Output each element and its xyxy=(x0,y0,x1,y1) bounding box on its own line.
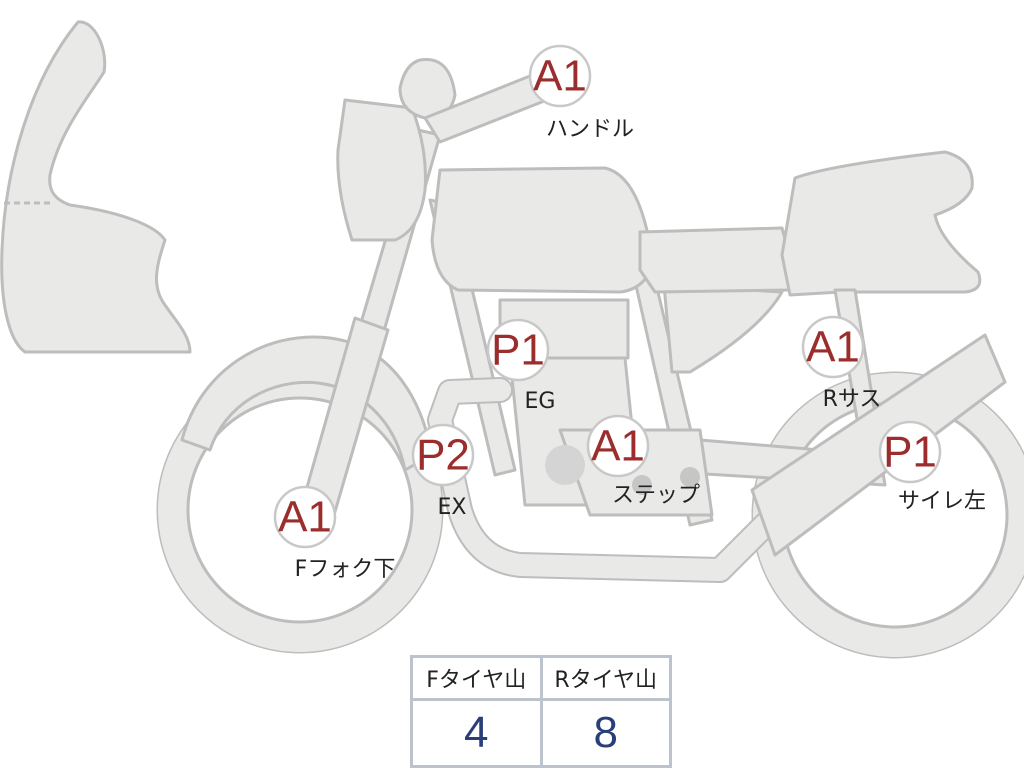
badge-code: A1 xyxy=(806,323,860,372)
badge-label: Rサス xyxy=(823,387,882,412)
rear-tire-header: Rタイヤ山 xyxy=(539,655,672,701)
exhaust-pipe xyxy=(429,379,801,581)
badge-label: Fフォク下 xyxy=(295,557,396,582)
fairing xyxy=(0,20,192,354)
badge-step: A1 ステップ xyxy=(586,414,700,508)
badge-code: P2 xyxy=(416,431,470,480)
front-tire-value: 4 xyxy=(410,698,543,768)
side-cover xyxy=(662,283,784,374)
tire-tread-table: Fタイヤ山 Rタイヤ山 4 8 xyxy=(410,655,672,768)
badge-silencer-left: P1 サイレ左 xyxy=(878,420,986,514)
seat xyxy=(638,226,794,294)
headlight xyxy=(336,98,427,242)
tire-table-value-row: 4 8 xyxy=(410,698,672,768)
engine-cover xyxy=(545,445,585,485)
rear-cowl xyxy=(780,150,982,297)
badge-code: A1 xyxy=(533,52,587,101)
badge-circle xyxy=(801,315,865,379)
badge-circle xyxy=(486,318,550,382)
fuel-tank xyxy=(430,166,652,294)
step-peg-1 xyxy=(632,475,652,495)
silencer xyxy=(750,333,1007,557)
badge-circle xyxy=(411,423,475,487)
rear-tire-value: 8 xyxy=(539,698,672,768)
badge-label: EG xyxy=(525,389,556,414)
badge-code: A1 xyxy=(591,422,645,471)
badge-circle xyxy=(273,485,337,549)
front-wheel-inner xyxy=(186,396,414,624)
badge-circle xyxy=(528,44,592,108)
step-peg-2 xyxy=(680,467,700,487)
badge-code: P1 xyxy=(491,326,545,375)
badge-circle xyxy=(878,420,942,484)
badge-label: サイレ左 xyxy=(898,489,986,514)
badge-handle: A1 ハンドル xyxy=(528,44,634,142)
badge-label: ステップ xyxy=(612,483,700,508)
badge-code: A1 xyxy=(278,493,332,542)
badge-code: P1 xyxy=(883,428,937,477)
tire-table-header-row: Fタイヤ山 Rタイヤ山 xyxy=(410,655,672,701)
badge-label: EX xyxy=(438,495,467,520)
badge-circle xyxy=(586,414,650,478)
front-tire-header: Fタイヤ山 xyxy=(410,655,543,701)
badge-label: ハンドル xyxy=(546,117,634,142)
